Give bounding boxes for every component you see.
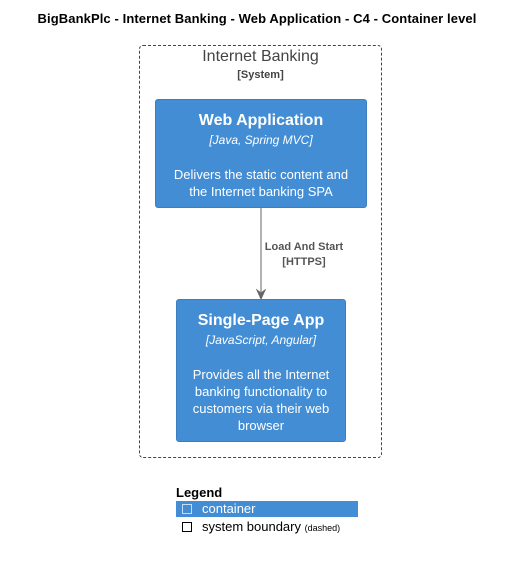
container-name: Single-Page App [197,312,325,329]
relationship-name: Load And Start [264,241,344,253]
container-technology: [Java, Spring MVC] [209,133,313,147]
relationship-technology: [HTTPS] [282,256,326,268]
container-single-page-app: Single-Page App [JavaScript, Angular] Pr… [176,299,346,442]
relationship-label: Load And Start [HTTPS] [244,240,364,270]
container-technology: [JavaScript, Angular] [205,333,317,347]
square-outline-icon [182,522,192,532]
container-description: Delivers the static content and the Inte… [173,167,349,199]
boundary-type: [System] [237,69,284,81]
legend-note: (dashed) [304,523,341,533]
container-description: Provides all the Internet banking functi… [192,367,330,433]
square-icon [182,504,192,514]
boundary-name: Internet Banking [202,48,319,65]
container-web-application: Web Application [Java, Spring MVC] Deliv… [155,99,367,208]
legend-title: Legend [176,485,223,500]
legend-label: system boundary [202,519,301,534]
diagram-title: BigBankPlc - Internet Banking - Web Appl… [37,11,477,26]
legend-item-container: container [176,501,358,517]
legend-item-system-boundary: system boundary (dashed) [176,519,340,535]
container-name: Web Application [198,112,324,129]
system-boundary [139,45,382,458]
legend-label: container [202,501,256,516]
